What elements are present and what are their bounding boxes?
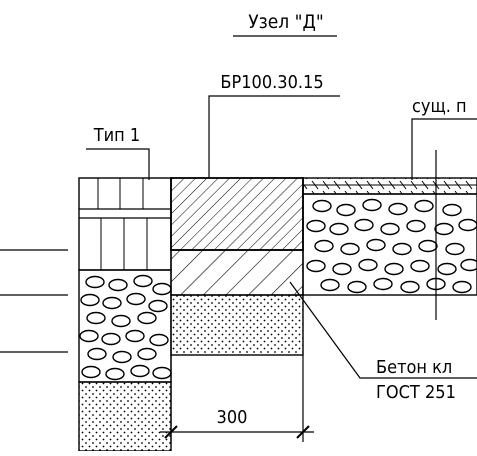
existing-asphalt [302, 177, 477, 195]
sand-layer-left [78, 381, 172, 452]
dimension-300: 300 [160, 355, 314, 442]
sand-base-curb [170, 294, 304, 356]
existing-label: сущ. п [412, 96, 467, 117]
concrete-base [170, 249, 304, 296]
concrete-label-2: ГОСТ 251 [376, 382, 456, 403]
curb-leader [208, 95, 340, 178]
concrete-label-1: Бетон кл [376, 357, 452, 378]
type-leader [86, 148, 150, 180]
curb-label: БР100.30.15 [220, 72, 323, 93]
dimension-label: 300 [217, 407, 248, 428]
type-label: Тип 1 [93, 125, 140, 146]
crushed-stone-right [302, 193, 477, 296]
title: Узел "Д" [248, 11, 323, 33]
concrete-leader [289, 281, 477, 379]
crushed-stone-left [78, 269, 172, 383]
paving-block-layer [78, 177, 172, 271]
existing-leader [411, 118, 477, 180]
curb-stone [170, 177, 304, 251]
